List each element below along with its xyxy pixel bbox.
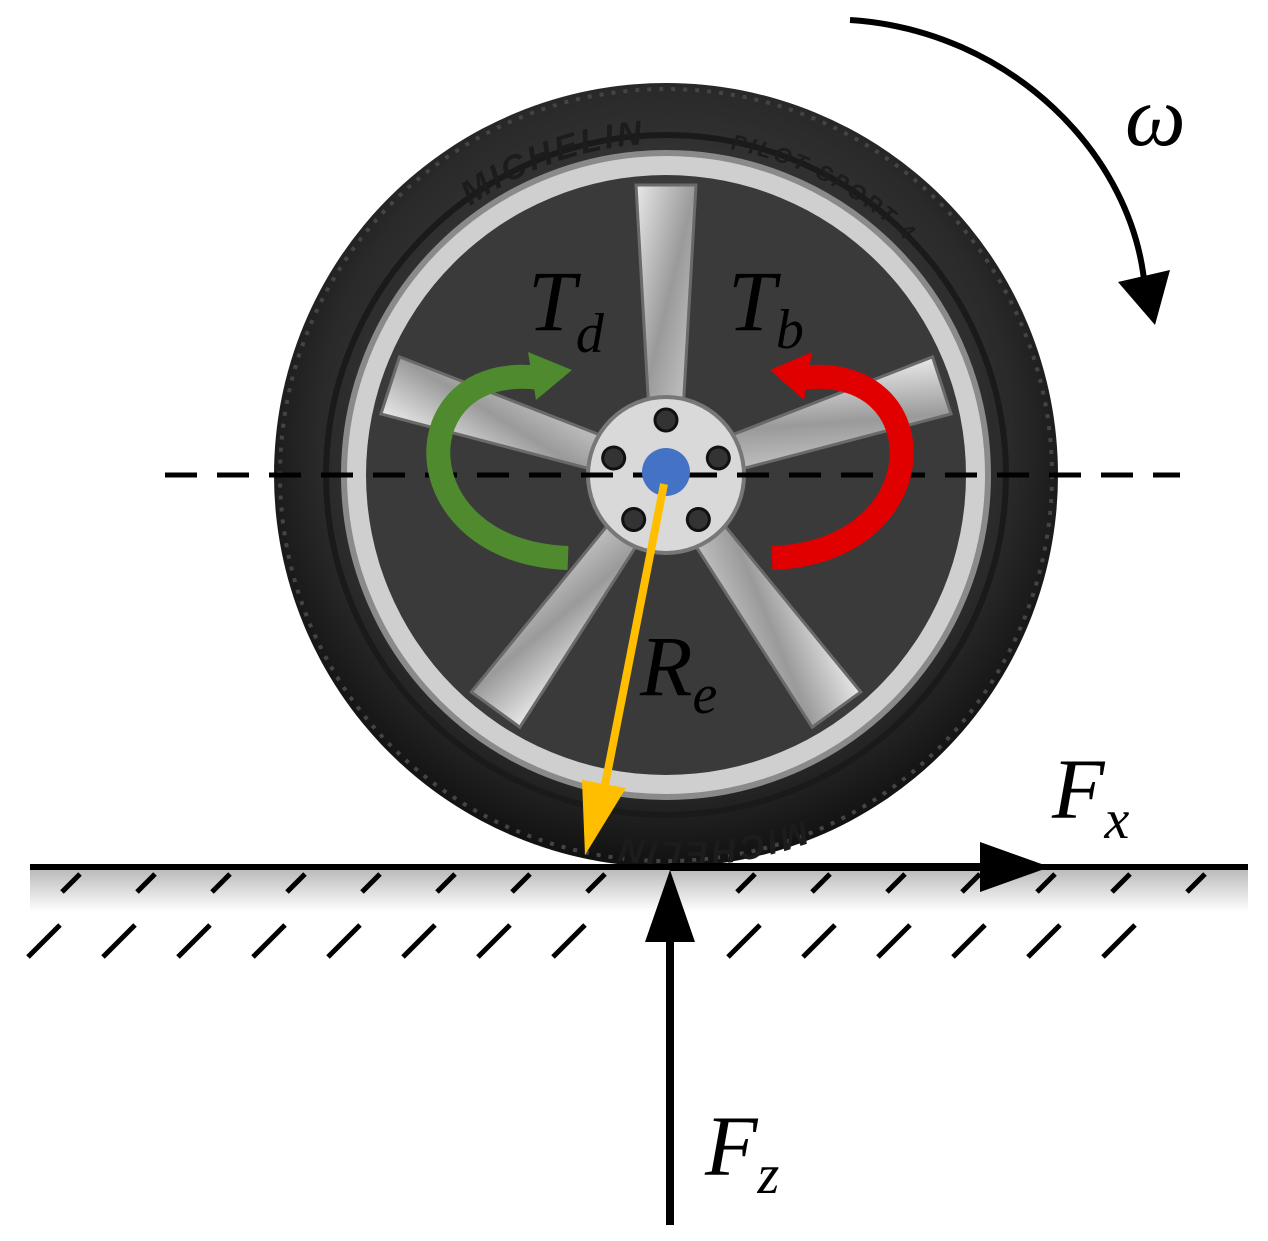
hatch-mark (26, 923, 62, 959)
drive-torque-label: Td (528, 253, 605, 365)
drive-torque-arrow (426, 352, 572, 570)
vertical-force-arrowhead (645, 870, 695, 942)
lug-nut (621, 506, 647, 532)
ground-shadow (30, 870, 1248, 912)
longitudinal-force-arrow (670, 842, 1050, 892)
hatch-mark (726, 923, 762, 959)
hatch-mark (801, 923, 837, 959)
hatch-mark (876, 923, 912, 959)
hatch-mark (960, 872, 982, 894)
brake-torque-label: Tb (728, 253, 804, 361)
ground (26, 864, 1248, 959)
lug-nut (601, 445, 627, 471)
brake-torque-arc (771, 364, 914, 570)
drive-torque-subscript: d (576, 303, 605, 365)
hatch-mark (101, 923, 137, 959)
hub-center-point (642, 448, 690, 496)
lug-nuts (601, 407, 731, 532)
rim-spokes (379, 183, 953, 730)
effective-radius-label: Re (639, 618, 717, 726)
omega-label: ω (1125, 68, 1186, 164)
hatch-mark (135, 872, 157, 894)
longitudinal-force-label: Fx (1051, 741, 1130, 851)
hatch-mark (1101, 923, 1137, 959)
hatch-mark (60, 872, 82, 894)
lug-nut (653, 407, 679, 433)
hatch-mark (510, 872, 532, 894)
hatch-mark (251, 923, 287, 959)
vertical-force-arrow (645, 870, 695, 1225)
hatch-mark (435, 872, 457, 894)
effective-radius-shaft (600, 483, 668, 791)
vertical-force-symbol: F (704, 1098, 759, 1194)
hatch-mark (360, 872, 382, 894)
hatch-mark (735, 872, 757, 894)
hatch-mark (1035, 872, 1057, 894)
brake-torque-arrowhead (770, 352, 812, 400)
hatch-mark (551, 923, 587, 959)
lug-nut (705, 445, 731, 471)
longitudinal-force-symbol: F (1051, 741, 1106, 837)
hatch-mark (885, 872, 907, 894)
hatch-mark (210, 872, 232, 894)
hatch-mark (585, 872, 607, 894)
brake-torque-symbol: T (728, 253, 781, 349)
effective-radius-symbol: R (639, 618, 693, 714)
vertical-force-subscript: z (757, 1144, 780, 1206)
effective-radius-arrow (582, 483, 668, 855)
brake-torque-arrow (770, 352, 914, 570)
hatch-mark (1026, 923, 1062, 959)
effective-radius-subscript: e (693, 664, 718, 726)
hatch-mark (1110, 872, 1132, 894)
longitudinal-force-arrowhead (980, 842, 1050, 892)
angular-velocity-arc (849, 17, 1148, 291)
angular-velocity-arrow (849, 17, 1170, 325)
hatch-mark (476, 923, 512, 959)
brake-torque-subscript: b (776, 299, 804, 361)
vertical-force-label: Fz (704, 1098, 780, 1206)
hatch-mark (176, 923, 212, 959)
drive-torque-arc (426, 364, 569, 570)
ground-hatching (26, 872, 1207, 959)
hatch-mark (401, 923, 437, 959)
longitudinal-force-subscript: x (1104, 789, 1130, 851)
hatch-mark (951, 923, 987, 959)
hatch-mark (1185, 872, 1207, 894)
lug-nut (685, 506, 711, 532)
hatch-mark (326, 923, 362, 959)
hatch-mark (810, 872, 832, 894)
effective-radius-arrowhead (582, 780, 626, 855)
drive-torque-arrowhead (528, 352, 572, 400)
hatch-mark (285, 872, 307, 894)
drive-torque-symbol: T (528, 253, 581, 349)
angular-velocity-arrowhead (1118, 270, 1170, 325)
